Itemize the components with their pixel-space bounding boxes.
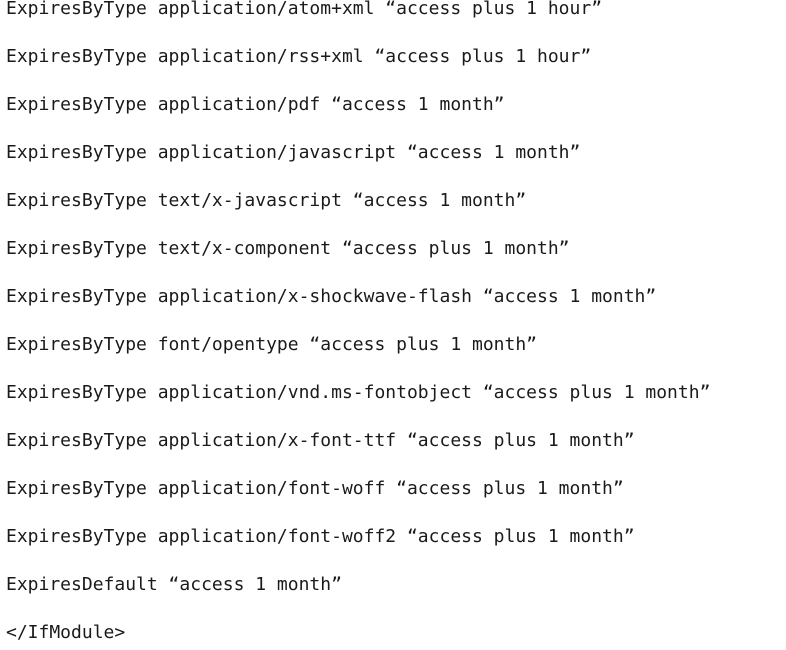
code-line-atom-xml: ExpiresByType application/atom+xml “acce… [6, 0, 603, 19]
code-line-vnd-ms-fontobject: ExpiresByType application/vnd.ms-fontobj… [6, 382, 711, 403]
code-line-javascript: ExpiresByType application/javascript “ac… [6, 142, 581, 163]
code-line-x-font-ttf: ExpiresByType application/x-font-ttf “ac… [6, 430, 635, 451]
code-line-x-javascript: ExpiresByType text/x-javascript “access … [6, 190, 527, 211]
code-line-font-woff: ExpiresByType application/font-woff “acc… [6, 478, 624, 499]
code-line-ifmodule-close: </IfModule> [6, 622, 126, 643]
code-line-expires-default: ExpiresDefault “access 1 month” [6, 574, 342, 595]
code-line-font-woff2: ExpiresByType application/font-woff2 “ac… [6, 526, 635, 547]
code-line-x-component: ExpiresByType text/x-component “access p… [6, 238, 570, 259]
code-line-opentype: ExpiresByType font/opentype “access plus… [6, 334, 538, 355]
code-line-pdf: ExpiresByType application/pdf “access 1 … [6, 94, 505, 115]
code-line-rss-xml: ExpiresByType application/rss+xml “acces… [6, 46, 592, 67]
code-line-shockwave-flash: ExpiresByType application/x-shockwave-fl… [6, 286, 657, 307]
code-lines: ExpiresByType application/atom+xml “acce… [6, 0, 710, 650]
